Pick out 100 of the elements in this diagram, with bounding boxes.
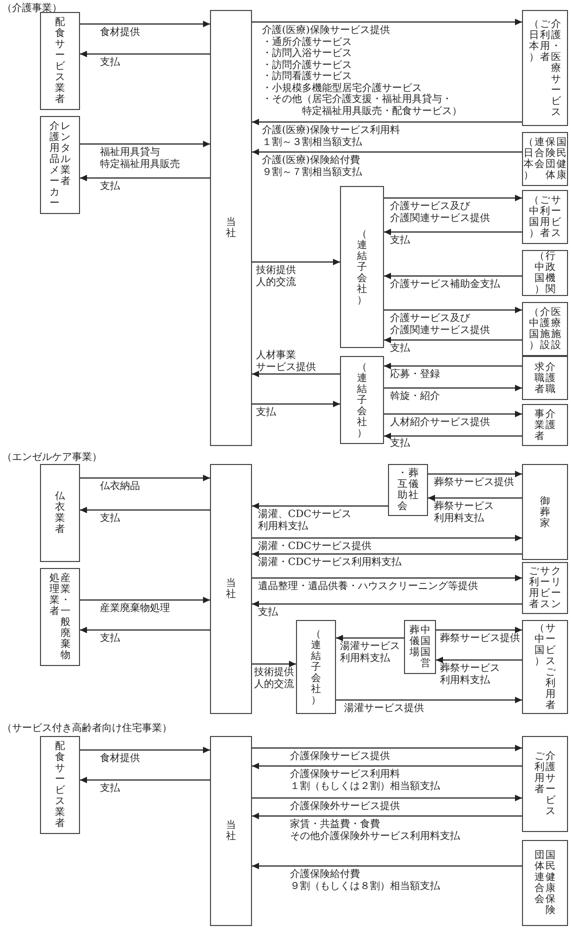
arrow	[252, 502, 388, 510]
arrow	[384, 194, 522, 202]
vertical-label: 当社	[226, 217, 236, 239]
edge-label: 遺品整理・遺品供養・ハウスクリーニング等提供	[258, 581, 478, 592]
vertical-label: 行政機関（中国）	[534, 251, 556, 295]
entity-box	[522, 302, 568, 356]
vertical-label: 介護事業者	[534, 408, 556, 442]
edge-label: 仏衣納品	[100, 481, 140, 492]
arrow	[252, 400, 340, 408]
entity-box	[210, 736, 252, 926]
vertical-label: 産業・一般廃棄物処理業者	[50, 573, 70, 661]
edge-label: 技術提供人的交流	[254, 667, 294, 690]
vertical-label: 当社	[226, 578, 236, 600]
entity-box	[522, 404, 568, 446]
arrow	[80, 506, 210, 514]
edge-label: 支払	[100, 513, 120, 524]
entity-box	[522, 190, 568, 244]
arrow	[436, 626, 522, 634]
section-heading: （介護事業）	[2, 2, 62, 15]
arrow	[80, 776, 210, 784]
vertical-label: 介護・医療サービスご利用者（日本）	[529, 18, 561, 118]
arrow	[384, 272, 522, 280]
vertical-label: （連結子会社）	[311, 628, 321, 706]
entity-box	[296, 620, 336, 714]
vertical-label: 国民健康保険団体連合会（日本）	[524, 137, 566, 181]
edge-label: 支払	[100, 181, 120, 192]
arrow	[80, 626, 210, 634]
arrow	[252, 258, 340, 266]
section-heading: （エンゼルケア事業）	[2, 450, 102, 464]
entity-box	[40, 116, 80, 214]
edge-label: 湯灌サービス利用料支払	[340, 641, 400, 664]
vertical-label: 御葬家	[540, 496, 550, 528]
edge-label: 支払	[390, 235, 410, 246]
arrow	[428, 494, 522, 502]
edge-label: 介護サービス及び介護関連サービス提供	[390, 313, 490, 336]
arrow	[384, 336, 522, 344]
edge-label: 介護サービス補助金支払	[390, 279, 500, 290]
vertical-label: 配食サービス業者	[55, 741, 65, 829]
edge-label: 湯灌サービス提供	[344, 703, 424, 714]
arrow	[252, 574, 522, 582]
arrow	[252, 660, 296, 668]
entity-box	[404, 620, 436, 674]
edge-label: 支払	[390, 343, 410, 354]
arrow	[252, 148, 522, 156]
arrow	[384, 432, 522, 440]
vertical-label: 葬儀社・互助会	[398, 468, 418, 512]
entity-box	[210, 464, 252, 714]
arrow	[384, 228, 522, 236]
entity-box	[522, 356, 568, 400]
entity-box	[340, 356, 384, 444]
arrow	[252, 862, 522, 870]
arrow	[80, 20, 210, 28]
edge-label: 介護(医療)保険サービス利用料１割～３割相当額支払	[262, 125, 400, 148]
vertical-label: 当社	[226, 820, 236, 842]
entity-box	[522, 464, 568, 560]
edge-label: 支払	[100, 57, 120, 68]
edge-label: 食材提供	[100, 753, 140, 764]
arrow	[252, 812, 522, 820]
arrow	[252, 600, 522, 608]
edge-label: 介護保険給付費９割（もしくは８割）相当額支払	[290, 869, 440, 892]
edge-label: 湯灌・CDCサービス提供	[258, 541, 372, 552]
edge-label: 支払	[258, 607, 278, 618]
edge-label: 支払	[100, 633, 120, 644]
edge-label: 介護サービス及び介護関連サービス提供	[390, 201, 490, 224]
entity-box	[388, 464, 428, 516]
edge-label: 介護保険外サービス提供	[290, 801, 400, 812]
vertical-label: サービスご利用者（中国）	[529, 195, 561, 239]
entity-box	[40, 12, 80, 110]
arrow	[436, 656, 522, 664]
arrow	[252, 762, 522, 770]
entity-box	[340, 186, 384, 348]
vertical-label: 介護職求職者	[534, 362, 556, 394]
edge-label: 福祉用具貸与特定福祉用具販売	[100, 147, 180, 170]
vertical-label: 医療施設介護施設（中国）	[529, 307, 561, 351]
vertical-label: 配食サービス業者	[55, 17, 65, 105]
edge-label: 支払	[390, 438, 410, 450]
arrow	[384, 306, 522, 314]
vertical-label: 仏衣業者	[55, 491, 65, 535]
entity-box	[522, 736, 568, 832]
edge-label: 介護(医療)保険給付費９割～７割相当額支払	[262, 155, 362, 178]
arrow	[80, 746, 210, 754]
arrow	[80, 50, 210, 58]
edge-label: 介護保険サービス利用料１割（もしくは２割）相当額支払	[290, 769, 440, 792]
edge-label: 葬祭サービス利用料支払	[440, 663, 500, 686]
entity-box	[40, 736, 80, 834]
arrow	[336, 634, 404, 642]
edge-label: 支払	[256, 407, 276, 418]
arrow	[80, 596, 210, 604]
vertical-label: クリーンサービスご利用者	[529, 566, 561, 610]
arrow	[384, 410, 522, 418]
edge-label: 介護保険サービス提供	[290, 751, 390, 762]
edge-label: 葬祭サービス提供	[434, 477, 514, 488]
section-heading: （サービス付き高齢者向け住宅事業）	[2, 722, 172, 735]
arrow	[252, 534, 522, 542]
vertical-label: 中国国営葬儀場	[410, 625, 430, 669]
entity-box	[522, 250, 568, 296]
entity-box	[522, 840, 568, 926]
edge-label: 支払	[100, 783, 120, 794]
entity-box	[522, 562, 568, 614]
arrow	[252, 794, 522, 802]
